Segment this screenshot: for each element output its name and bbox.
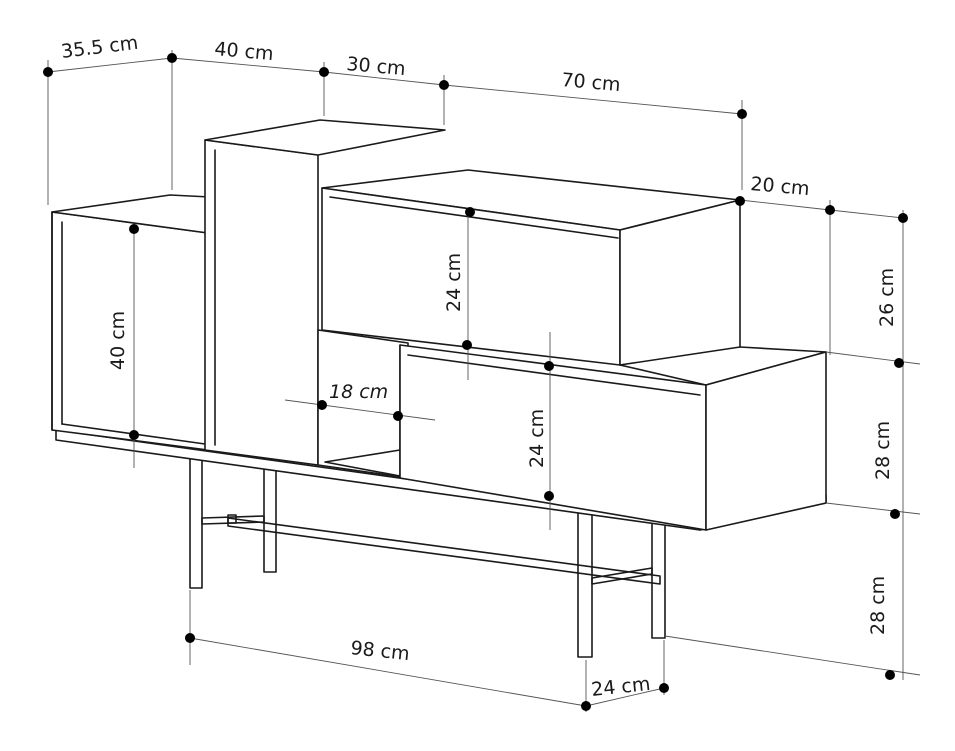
label-upper-box-height: 24 cm bbox=[443, 253, 465, 312]
dimension-point bbox=[659, 683, 669, 693]
dimension-point bbox=[439, 80, 449, 90]
dimension-point bbox=[129, 430, 139, 440]
dimension-point bbox=[894, 358, 904, 368]
dimension-labels: 35.5 cm 40 cm 30 cm 70 cm 20 cm 26 cm 28… bbox=[60, 32, 898, 701]
label-right-middle-height: 28 cm bbox=[872, 421, 894, 480]
dimension-point bbox=[465, 207, 475, 217]
dimension-point bbox=[393, 411, 403, 421]
label-bottom-depth: 24 cm bbox=[590, 673, 651, 701]
tower-cabinet bbox=[204, 119, 446, 466]
lower-right-box bbox=[399, 344, 827, 531]
dimension-point bbox=[735, 196, 745, 206]
left-cabinet bbox=[51, 194, 211, 451]
dimension-point bbox=[167, 53, 177, 63]
label-right-upper-height: 26 cm bbox=[876, 268, 898, 327]
label-bottom-width: 98 cm bbox=[349, 637, 410, 665]
dimension-point bbox=[185, 633, 195, 643]
dimension-point bbox=[885, 670, 895, 680]
dimension-point bbox=[890, 509, 900, 519]
open-niche bbox=[317, 329, 409, 479]
dimension-point bbox=[737, 109, 747, 119]
label-right-depth: 20 cm bbox=[750, 173, 811, 200]
dimension-point bbox=[129, 224, 139, 234]
label-top-right-width: 70 cm bbox=[561, 69, 622, 96]
dimension-point bbox=[581, 701, 591, 711]
label-top-left-width: 40 cm bbox=[214, 38, 275, 65]
dimension-point bbox=[319, 67, 329, 77]
dimension-points bbox=[43, 53, 908, 711]
label-left-cabinet-height: 40 cm bbox=[107, 311, 129, 370]
label-right-legs-height: 28 cm bbox=[867, 576, 889, 635]
label-top-depth: 35.5 cm bbox=[60, 32, 139, 63]
dimension-point bbox=[898, 213, 908, 223]
dimension-point bbox=[825, 205, 835, 215]
dimension-point bbox=[462, 340, 472, 350]
sideboard bbox=[51, 119, 827, 658]
label-top-tower-width: 30 cm bbox=[346, 53, 407, 80]
dimension-point bbox=[544, 491, 554, 501]
upper-right-box bbox=[321, 169, 741, 366]
label-niche-width: 18 cm bbox=[329, 381, 388, 403]
dimension-lines bbox=[47, 50, 921, 712]
dimension-point bbox=[544, 361, 554, 371]
dimension-point bbox=[43, 67, 53, 77]
dimension-point bbox=[317, 400, 327, 410]
label-lower-box-height: 24 cm bbox=[526, 409, 548, 468]
